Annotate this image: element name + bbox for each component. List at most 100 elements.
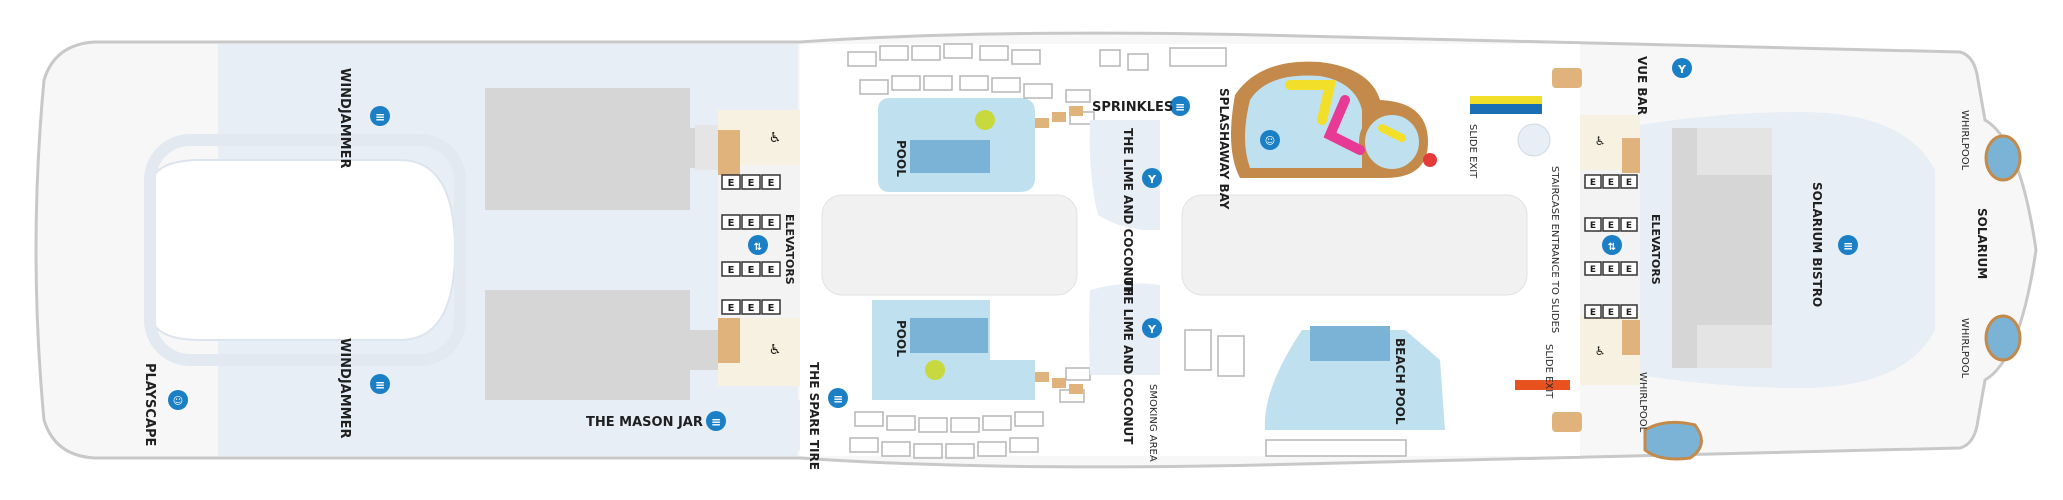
elevator-bank-aft-3: E E E bbox=[1584, 261, 1638, 276]
elevator-glyph: E bbox=[1608, 221, 1614, 231]
pool-top-deep bbox=[910, 140, 990, 173]
aft-stair-bottom bbox=[1622, 320, 1640, 355]
svg-text:Y: Y bbox=[1677, 63, 1687, 76]
elevator-glyph: E bbox=[1626, 265, 1632, 275]
elevator-bank-aft-2: E E E bbox=[1584, 217, 1638, 232]
slide-yellow bbox=[1285, 80, 1337, 125]
elevator-glyph: E bbox=[1608, 308, 1614, 318]
solarium-bistro-block-side bbox=[1697, 128, 1772, 175]
label-sprinkles: SPRINKLES bbox=[1092, 100, 1173, 115]
svg-text:⇅: ⇅ bbox=[754, 242, 762, 253]
label-elevators-aft: ELEVATORS bbox=[1649, 214, 1662, 285]
label-whirlpool-bottom: WHIRLPOOL bbox=[1959, 318, 1970, 379]
elevator-bank-fwd-2: E E E bbox=[721, 214, 781, 230]
svg-text:≡: ≡ bbox=[1843, 239, 1853, 253]
lounger-rows-aft bbox=[1099, 47, 1407, 457]
center-deck-fwd bbox=[821, 194, 1078, 296]
elevator-bank-aft-1: E E E bbox=[1584, 174, 1638, 189]
label-beach-pool: BEACH POOL bbox=[1393, 338, 1407, 425]
cocktail-icon[interactable]: Y bbox=[1142, 318, 1162, 338]
svg-text:♿: ♿ bbox=[769, 342, 782, 358]
elevator-glyph: E bbox=[1590, 308, 1596, 318]
svg-text:♿: ♿ bbox=[1595, 344, 1606, 358]
label-windjammer-bottom: WINDJAMMER bbox=[337, 338, 352, 439]
dining-icon[interactable]: ≡ bbox=[1170, 96, 1190, 116]
elevator-bank-fwd-3: E E E bbox=[721, 261, 781, 277]
svg-text:≡: ≡ bbox=[1175, 100, 1185, 114]
slide-exit-marker-bottom bbox=[1515, 380, 1570, 390]
label-solarium: SOLARIUM bbox=[1975, 208, 1989, 279]
stair-bottom bbox=[718, 318, 740, 363]
label-windjammer-top: WINDJAMMER bbox=[337, 68, 352, 169]
dining-icon[interactable]: ≡ bbox=[370, 106, 390, 126]
elevator-glyph: E bbox=[748, 265, 755, 276]
bow-lounge-frame bbox=[144, 134, 466, 366]
elevator-glyph: E bbox=[748, 303, 755, 314]
whirlpool-mid bbox=[1643, 420, 1703, 461]
label-splashaway-bay: SPLASHAWAY BAY bbox=[1217, 88, 1231, 210]
lime-coconut-bar-bottom bbox=[1089, 283, 1160, 375]
elevator-glyph: E bbox=[768, 218, 775, 229]
label-mason-jar: THE MASON JAR bbox=[586, 415, 703, 430]
label-pool-bottom: POOL bbox=[894, 320, 908, 357]
elevator-icon[interactable]: ⇅ bbox=[1602, 235, 1622, 255]
slide-exit-marker-top-yellow bbox=[1470, 96, 1542, 104]
svg-text:♿: ♿ bbox=[769, 130, 782, 146]
svg-text:♿: ♿ bbox=[1595, 134, 1606, 148]
center-deck-aft bbox=[1181, 194, 1528, 296]
elevator-bank-aft-4: E E E bbox=[1584, 304, 1638, 319]
bow-lounge bbox=[149, 159, 457, 341]
cocktail-icon[interactable]: Y bbox=[1142, 168, 1162, 188]
svg-text:≡: ≡ bbox=[375, 378, 385, 392]
svg-text:Y: Y bbox=[1147, 173, 1157, 186]
splashaway-splash-pool bbox=[1359, 109, 1425, 175]
elevator-glyph: E bbox=[1626, 221, 1632, 231]
staircase-circle bbox=[1517, 123, 1551, 157]
elevator-glyph: E bbox=[1608, 178, 1614, 188]
dining-icon[interactable]: ≡ bbox=[828, 388, 848, 408]
svg-text:≡: ≡ bbox=[711, 415, 721, 429]
dining-icon[interactable]: ≡ bbox=[370, 374, 390, 394]
elevator-icon[interactable]: ⇅ bbox=[748, 235, 768, 255]
elevator-glyph: E bbox=[728, 265, 735, 276]
svg-text:Y: Y bbox=[1147, 323, 1157, 336]
svg-text:≡: ≡ bbox=[375, 110, 385, 124]
dining-icon[interactable]: ≡ bbox=[706, 411, 726, 431]
elevator-glyph: E bbox=[1590, 265, 1596, 275]
beach-pool-deep bbox=[1310, 326, 1390, 361]
solarium-bistro-block-side-b bbox=[1697, 325, 1772, 368]
elevator-glyph: E bbox=[1590, 178, 1596, 188]
label-slide-exit-top: SLIDE EXIT bbox=[1467, 124, 1478, 179]
windjammer-block-top bbox=[485, 88, 718, 210]
lounger-rows-bottom bbox=[849, 367, 1091, 459]
pool-bottom-deep bbox=[910, 318, 988, 353]
label-solarium-bistro: SOLARIUM BISTRO bbox=[1810, 182, 1824, 307]
label-lime-coconut-top: THE LIME AND COCONUT bbox=[1121, 128, 1135, 295]
svg-text:⇅: ⇅ bbox=[1608, 242, 1616, 253]
label-spare-tire: THE SPARE TIRE bbox=[807, 362, 821, 470]
stair-top bbox=[718, 130, 740, 175]
label-whirlpool-mid: WHIRLPOOL bbox=[1637, 372, 1648, 433]
playground-icon[interactable]: ☺ bbox=[1260, 130, 1280, 150]
restroom-icon: ♿ ♿ ♿ ♿ bbox=[769, 130, 1606, 358]
label-whirlpool-top: WHIRLPOOL bbox=[1959, 110, 1970, 171]
wood-planters bbox=[1035, 68, 1582, 432]
label-smoking-area: SMOKING AREA bbox=[1147, 384, 1158, 462]
slide-small bbox=[1378, 124, 1406, 142]
playground-icon[interactable]: ☺ bbox=[168, 390, 188, 410]
label-lime-coconut-bottom: THE LIME AND COCONUT bbox=[1121, 278, 1135, 445]
solarium-bistro-block-fwd bbox=[1672, 128, 1697, 368]
label-pool-top: POOL bbox=[894, 140, 908, 177]
dining-icon[interactable]: ≡ bbox=[1838, 235, 1858, 255]
label-elevators-fwd: ELEVATORS bbox=[783, 214, 796, 285]
galley-strip-bottom bbox=[510, 400, 800, 450]
elevator-glyph: E bbox=[728, 303, 735, 314]
windjammer-block-bottom bbox=[485, 290, 718, 400]
whirlpool-top bbox=[1984, 134, 2022, 182]
cocktail-icon[interactable]: Y bbox=[1672, 58, 1692, 78]
whirlpool-bottom bbox=[1984, 314, 2022, 362]
label-playscape: PLAYSCAPE bbox=[142, 363, 157, 446]
elevator-glyph: E bbox=[748, 218, 755, 229]
elevator-glyph: E bbox=[728, 218, 735, 229]
